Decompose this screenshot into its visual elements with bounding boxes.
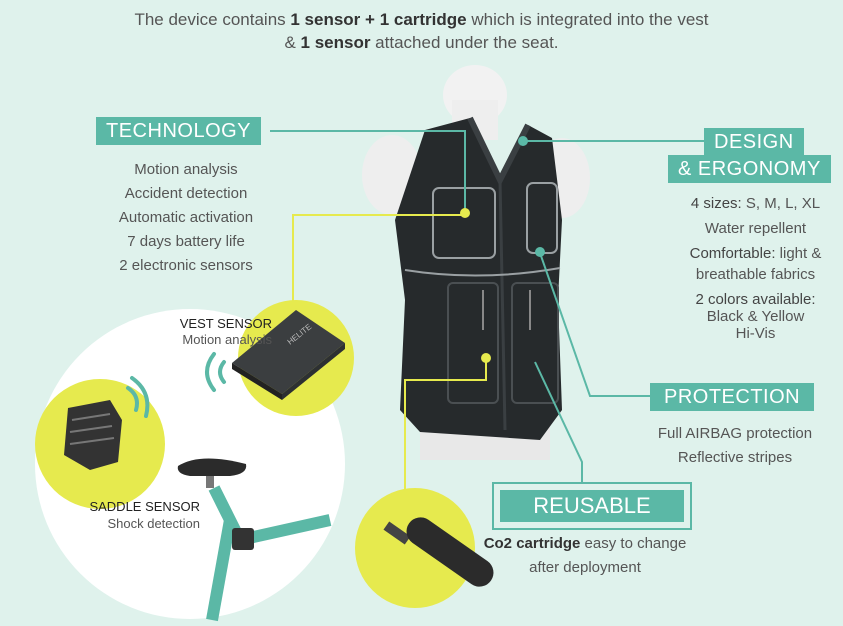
technology-list: Motion analysis Accident detection Autom… — [96, 158, 276, 278]
intro-line2-post: attached under the seat. — [370, 33, 559, 52]
cartridge-marker — [481, 353, 491, 363]
reusable-label: REUSABLE — [500, 490, 684, 522]
intro-line1-pre: The device contains — [134, 10, 291, 29]
intro-text: The device contains 1 sensor + 1 cartrid… — [0, 8, 843, 54]
design-label-line1: DESIGN — [704, 128, 804, 156]
co2-cartridge — [383, 517, 494, 587]
intro-line2-pre: & — [284, 33, 301, 52]
design-comfort-label: Comfortable: — [689, 245, 776, 262]
intro-line1-bold1: 1 sensor — [290, 10, 361, 29]
reusable-desc: Co2 cartridge easy to change after deplo… — [460, 532, 710, 580]
design-comfort-value: light & — [775, 245, 822, 262]
vest-signal-icon — [205, 352, 226, 392]
technology-item: 2 electronic sensors — [119, 257, 253, 274]
design-colors-label: 2 colors available: — [668, 289, 843, 310]
design-comfort-line2: breathable fabrics — [695, 266, 816, 283]
reusable-desc-rest: easy to change — [580, 535, 687, 552]
protection-list: Full AIRBAG protection Reflective stripe… — [640, 422, 830, 470]
vest-sensor-title: VEST SENSOR — [179, 316, 272, 331]
bicycle-illustration — [177, 458, 332, 622]
design-comfort: Comfortable: light & — [668, 243, 843, 264]
technology-marker — [460, 208, 470, 218]
design-list: 4 sizes: S, M, L, XL Water repellent Com… — [668, 193, 843, 344]
saddle-signal-icon — [126, 376, 150, 418]
design-colors-label-text: 2 colors available: — [695, 291, 816, 308]
reusable-label-frame: REUSABLE — [492, 482, 692, 530]
technology-label: TECHNOLOGY — [96, 117, 262, 145]
saddle-sensor-subtitle: Shock detection — [107, 516, 200, 531]
design-marker — [518, 136, 528, 146]
cartridge-highlight — [355, 488, 475, 608]
reusable-desc-bold: Co2 cartridge — [483, 535, 581, 552]
intro-line1-post: which is integrated into the vest — [466, 10, 709, 29]
technology-item: Motion analysis — [134, 161, 238, 178]
design-colors-line3: Hi-Vis — [735, 325, 776, 342]
design-colors-line2: Black & Yellow — [706, 308, 805, 325]
intro-line2-bold: 1 sensor — [300, 33, 371, 52]
design-sizes-label: 4 sizes: — [690, 195, 742, 212]
technology-item: 7 days battery life — [127, 233, 245, 250]
intro-line-1: The device contains 1 sensor + 1 cartrid… — [0, 8, 843, 31]
vest-sensor-subtitle: Motion analysis — [182, 332, 272, 347]
vest-illustration — [395, 116, 562, 440]
saddle-sensor-caption: SADDLE SENSOR Shock detection — [60, 498, 200, 532]
reusable-desc-line1: Co2 cartridge easy to change — [460, 532, 710, 556]
design-sizes-value: S, M, L, XL — [741, 195, 821, 212]
protection-label: PROTECTION — [650, 383, 815, 411]
technology-item: Automatic activation — [118, 209, 254, 226]
protection-item: Full AIRBAG protection — [657, 425, 813, 442]
protection-item: Reflective stripes — [677, 449, 793, 466]
vest-sensor-caption: VEST SENSOR Motion analysis — [150, 316, 272, 348]
design-label-line2: & ERGONOMY — [668, 155, 831, 183]
design-water: Water repellent — [704, 220, 807, 237]
saddle-sensor-device — [64, 400, 122, 470]
intro-line-2: & 1 sensor attached under the seat. — [0, 31, 843, 54]
intro-line1-bold2: 1 cartridge — [379, 10, 467, 29]
saddle-sensor-title: SADDLE SENSOR — [89, 499, 200, 514]
design-sizes: 4 sizes: S, M, L, XL — [668, 193, 843, 214]
technology-item: Accident detection — [124, 185, 248, 202]
intro-line1-plus: + — [360, 10, 380, 29]
reusable-desc-line2: after deployment — [529, 559, 641, 576]
protection-marker — [535, 247, 545, 257]
vest-sensor-device: HELITE — [232, 310, 345, 400]
